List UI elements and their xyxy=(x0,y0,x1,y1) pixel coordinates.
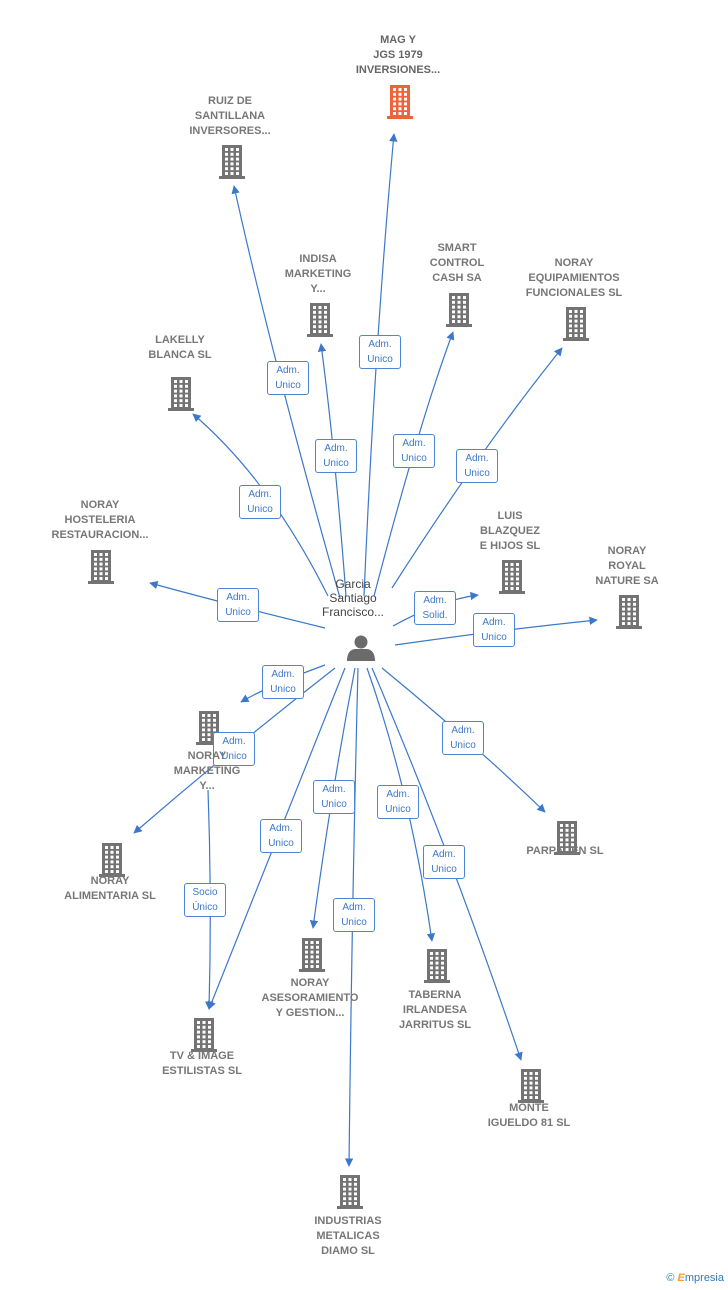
company-name-label[interactable]: NORAY HOSTELERIA RESTAURACION... xyxy=(51,499,149,541)
company-name-label[interactable]: SMART CONTROL CASH SA xyxy=(429,242,485,284)
company-name-label[interactable]: RUIZ DE SANTILLANA INVERSORES... xyxy=(189,95,271,137)
company-building-icon[interactable] xyxy=(99,843,125,877)
edge-role-badge: Adm. Unico xyxy=(239,485,281,519)
edge-role-badge: Adm. Unico xyxy=(217,588,259,622)
company-name-label[interactable]: NORAY ROYAL NATURE SA xyxy=(595,545,659,587)
company-name-label[interactable]: TV & IMAGE ESTILISTAS SL xyxy=(162,1050,242,1077)
edge-role-badge: Adm. Unico xyxy=(262,665,304,699)
company-building-icon[interactable] xyxy=(219,145,245,179)
company-building-icon[interactable] xyxy=(337,1175,363,1209)
company-name-label[interactable]: NORAY ASESORAMIENTO Y GESTION... xyxy=(261,977,359,1019)
edge-role-badge: Adm. Unico xyxy=(333,898,375,932)
edge-role-badge: Adm. Solid. xyxy=(414,591,456,625)
company-building-icon[interactable] xyxy=(88,550,114,584)
company-name-label[interactable]: MONTE IGUELDO 81 SL xyxy=(487,1102,571,1129)
edge-role-badge: Adm. Unico xyxy=(267,361,309,395)
company-name-label[interactable]: PARPACEN SL xyxy=(526,845,604,857)
company-building-icon[interactable] xyxy=(563,307,589,341)
company-name-label[interactable]: LAKELLY BLANCA SL xyxy=(148,334,212,361)
company-building-icon[interactable] xyxy=(387,85,413,119)
edge-role-badge: Adm. Unico xyxy=(473,613,515,647)
company-building-icon[interactable] xyxy=(499,560,525,594)
company-building-icon[interactable] xyxy=(191,1018,217,1052)
company-name-label[interactable]: INDISA MARKETING Y... xyxy=(284,253,352,295)
company-building-icon[interactable] xyxy=(446,293,472,327)
company-name-label[interactable]: MAG Y JGS 1979 INVERSIONES... xyxy=(355,34,441,76)
company-building-icon[interactable] xyxy=(424,949,450,983)
person-name-label[interactable]: Garcia Santiago Francisco... xyxy=(321,577,384,619)
edge-role-badge: Adm. Unico xyxy=(456,449,498,483)
person-icon[interactable] xyxy=(347,635,375,662)
company-name-label[interactable]: NORAY EQUIPAMIENTOS FUNCIONALES SL xyxy=(525,257,623,299)
edge-role-badge: Adm. Unico xyxy=(442,721,484,755)
edge-role-badge: Socio Único xyxy=(184,883,226,917)
edge-role-badge: Adm. Unico xyxy=(423,845,465,879)
company-name-label[interactable]: TABERNA IRLANDESA JARRITUS SL xyxy=(398,989,472,1031)
company-name-label[interactable]: LUIS BLAZQUEZ E HIJOS SL xyxy=(479,510,541,552)
edge-role-badge: Adm. Unico xyxy=(313,780,355,814)
edge-role-badge: Adm. Unico xyxy=(213,732,255,766)
edge-role-badge: Adm. Unico xyxy=(359,335,401,369)
edge-role-badge: Adm. Unico xyxy=(260,819,302,853)
company-building-icon[interactable] xyxy=(299,938,325,972)
company-name-label[interactable]: INDUSTRIAS METALICAS DIAMO SL xyxy=(314,1215,382,1257)
empresia-logo: © Empresia xyxy=(666,1272,724,1284)
edge-role-badge: Adm. Unico xyxy=(315,439,357,473)
edge-role-badge: Adm. Unico xyxy=(377,785,419,819)
company-name-label[interactable]: NORAY MARKETING Y... xyxy=(173,750,241,792)
company-building-icon[interactable] xyxy=(307,303,333,337)
company-name-label[interactable]: NORAY ALIMENTARIA SL xyxy=(64,875,156,902)
company-building-icon[interactable] xyxy=(168,377,194,411)
company-building-icon[interactable] xyxy=(554,821,580,855)
company-building-icon[interactable] xyxy=(518,1069,544,1103)
company-building-icon[interactable] xyxy=(616,595,642,629)
edge-role-badge: Adm. Unico xyxy=(393,434,435,468)
